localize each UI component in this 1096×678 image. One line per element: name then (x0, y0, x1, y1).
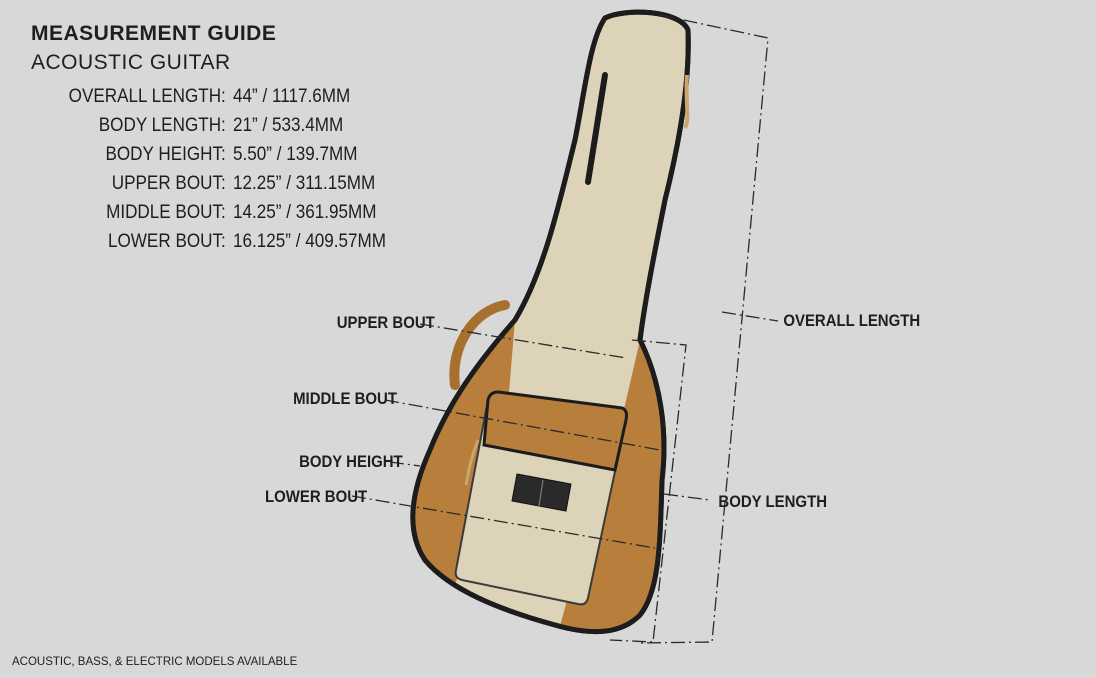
callout-body-height: BODY HEIGHT (299, 452, 403, 471)
tan-panel-left (412, 320, 515, 585)
brand-patch (511, 473, 572, 512)
spec-label: MIDDLE BOUT: (106, 202, 226, 223)
spec-value: 21” / 533.4MM (233, 115, 344, 136)
body-length-leader (663, 493, 711, 501)
guide-subtitle: ACOUSTIC GUITAR (31, 51, 231, 74)
spec-label: BODY LENGTH: (98, 115, 226, 136)
measurement-lines (351, 14, 779, 644)
overall-length-line (639, 14, 769, 644)
spec-value: 16.125” / 409.57MM (233, 231, 387, 252)
callout-middle-bout: MIDDLE BOUT (293, 389, 397, 408)
body-height-line (389, 461, 421, 467)
spec-value: 44” / 1117.6MM (233, 86, 351, 107)
neck-pocket-zipper (585, 72, 608, 185)
zipper-pull (683, 74, 690, 130)
spec-label: OVERALL LENGTH: (68, 86, 226, 107)
footer-note: ACOUSTIC, BASS, & ELECTRIC MODELS AVAILA… (12, 656, 298, 668)
spec-value: 14.25” / 361.95MM (233, 202, 377, 223)
spec-row: BODY HEIGHT: 5.50” / 139.7MM (40, 144, 403, 173)
pocket-zipper-pull (464, 439, 480, 486)
upper-bout-line (419, 323, 627, 359)
lower-bout-line (351, 495, 656, 549)
callout-overall-length: OVERALL LENGTH (783, 311, 921, 330)
callout-lower-bout: LOWER BOUT (264, 487, 368, 506)
spec-value: 5.50” / 139.7MM (233, 144, 358, 165)
guide-title: MEASUREMENT GUIDE (31, 22, 277, 45)
spec-list: OVERALL LENGTH: 44” / 1117.6MM BODY LENGT… (40, 86, 403, 260)
overall-length-leader (721, 311, 779, 322)
callout-upper-bout: UPPER BOUT (336, 313, 435, 332)
spec-label: LOWER BOUT: (107, 231, 226, 252)
spec-label: BODY HEIGHT: (105, 144, 226, 165)
spec-row: LOWER BOUT: 16.125” / 409.57MM (40, 231, 403, 260)
bag-edge (410, 9, 691, 635)
spec-row: MIDDLE BOUT: 14.25” / 361.95MM (40, 202, 403, 231)
spec-row: BODY LENGTH: 21” / 533.4MM (40, 115, 403, 144)
body-length-line (609, 339, 687, 643)
spec-row: OVERALL LENGTH: 44” / 1117.6MM (40, 86, 403, 115)
callout-body-length: BODY LENGTH (718, 492, 828, 511)
spec-label: UPPER BOUT: (111, 173, 226, 194)
spec-row: UPPER BOUT: 12.25” / 311.15MM (40, 173, 403, 202)
spec-value: 12.25” / 311.15MM (233, 173, 376, 194)
middle-bout-line (384, 399, 661, 451)
handle (449, 300, 510, 390)
